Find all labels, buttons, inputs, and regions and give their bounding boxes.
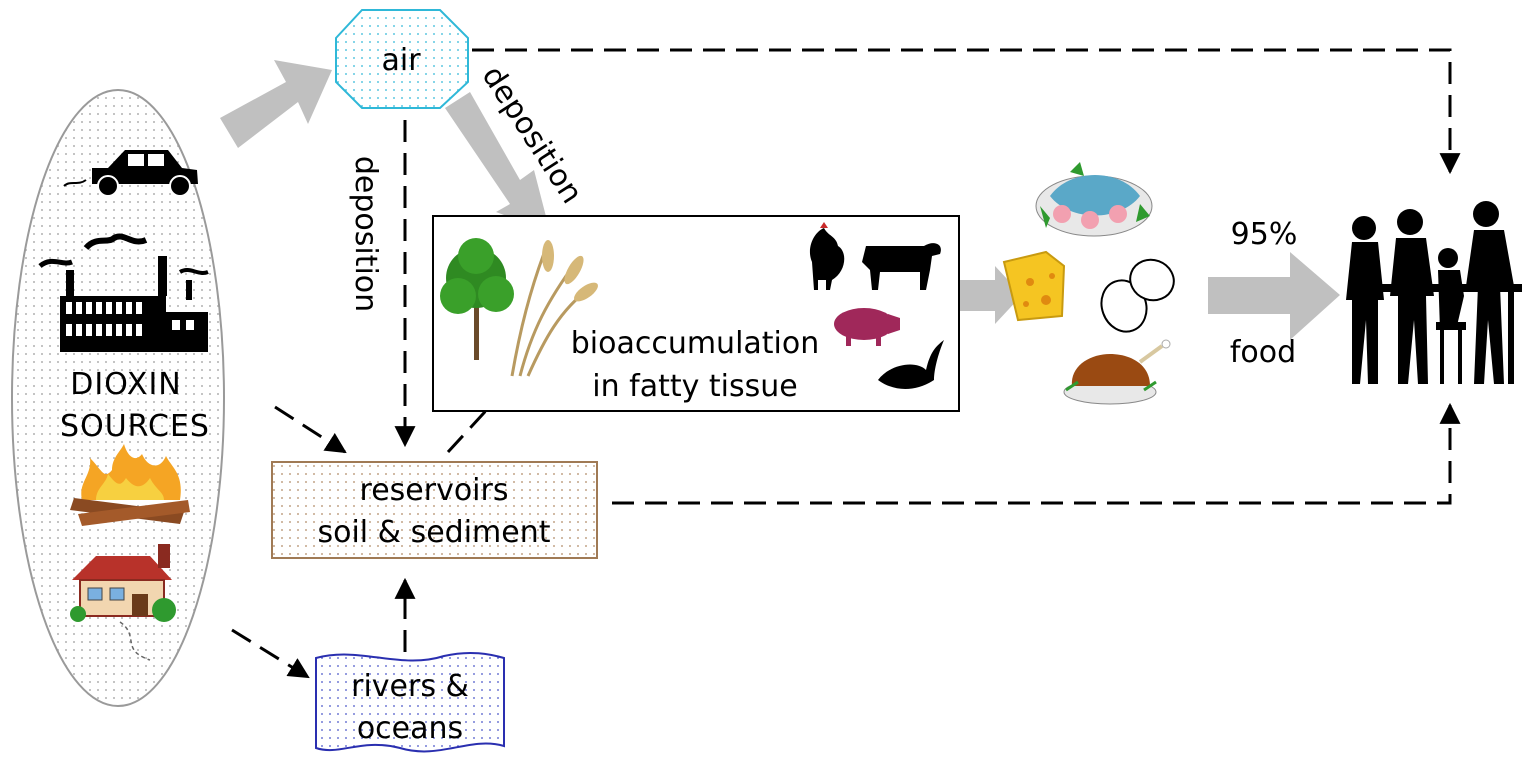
rivers-line1: rivers & — [351, 669, 469, 704]
cow-icon — [862, 243, 941, 290]
food-percent-label: 95% — [1231, 217, 1298, 252]
food-items-group — [1002, 162, 1175, 405]
deposition-vertical-label: deposition — [348, 156, 383, 312]
wheat-icon — [510, 240, 598, 377]
bioaccumulation-node: bioaccumulation in fatty tissue — [432, 215, 960, 412]
air-to-bioaccumulation-arrow — [445, 92, 550, 232]
reservoirs-node: reservoirs soil & sediment — [271, 461, 598, 559]
rivers-node: rivers & oceans — [315, 651, 505, 753]
air-label: air — [381, 43, 421, 78]
rooster-icon — [809, 222, 845, 290]
sources-to-rivers-dashed — [231, 628, 310, 679]
tree-icon — [440, 238, 514, 360]
air-node: air — [335, 9, 469, 109]
rivers-box — [315, 651, 505, 753]
sources-line1: DIOXIN — [70, 367, 181, 402]
eggs-icon — [1100, 258, 1175, 333]
air-to-people-dashed — [472, 48, 1461, 175]
dining-people-icon — [1346, 201, 1522, 384]
sources-to-reservoir-dashed — [274, 405, 347, 454]
food-to-people-arrow — [1208, 252, 1340, 340]
fish-icon — [878, 340, 944, 389]
reservoir-to-people-dashed — [612, 402, 1461, 505]
cheese-icon — [1002, 250, 1066, 322]
car-icon — [63, 150, 198, 197]
sources-ellipse — [11, 89, 225, 707]
food-label: food — [1230, 335, 1296, 370]
fire-icon — [70, 444, 190, 526]
factory-icon — [38, 233, 209, 352]
sources-to-air-arrow — [220, 60, 332, 148]
reservoirs-line1: reservoirs — [360, 473, 509, 508]
animals-to-food-arrow — [942, 266, 1022, 324]
roast-chicken-icon — [1063, 339, 1171, 405]
reservoirs-line2: soil & sediment — [317, 515, 550, 550]
reservoirs-box — [271, 461, 598, 559]
air-octagon — [335, 9, 469, 109]
pig-icon — [834, 308, 900, 346]
bioaccumulation-line1: bioaccumulation — [571, 326, 820, 361]
sources-line2: SOURCES — [60, 409, 210, 444]
fish-platter-icon — [1035, 162, 1153, 237]
bioaccumulation-line2: in fatty tissue — [592, 369, 797, 404]
rivers-line2: oceans — [357, 711, 463, 746]
dioxin-sources-group: DIOXIN SOURCES — [11, 89, 225, 707]
house-icon — [70, 544, 176, 661]
dashed-connectors — [231, 48, 1461, 679]
